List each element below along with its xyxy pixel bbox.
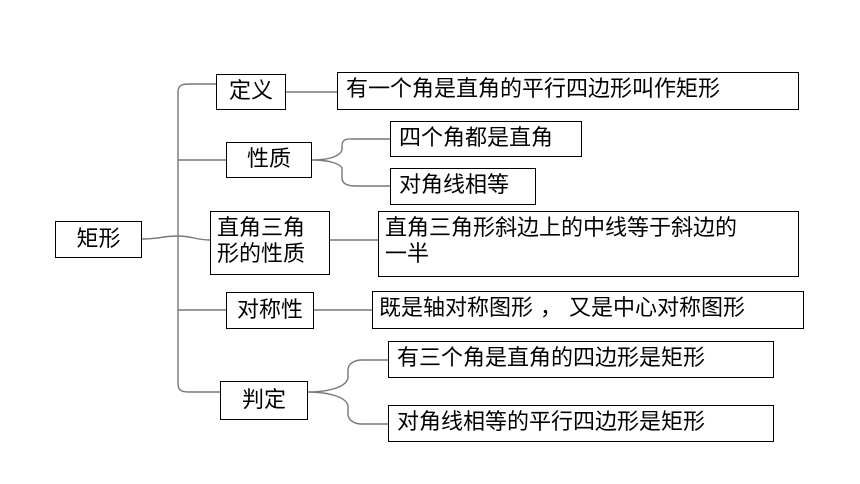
right-triangle-label-line1: 直角三角 xyxy=(217,216,306,241)
criteria-item-1: 有三个角是直角的四边形是矩形 xyxy=(388,341,774,378)
root-connector xyxy=(141,235,179,240)
definition-label: 定义 xyxy=(216,74,286,110)
definition-text: 有一个角是直角的平行四边形叫作矩形 xyxy=(337,72,799,110)
right-triangle-label-line2: 形的性质 xyxy=(217,242,306,267)
criteria-label: 判定 xyxy=(220,381,308,420)
properties-label: 性质 xyxy=(226,142,312,178)
symmetry-label: 对称性 xyxy=(226,292,314,329)
main-bracket xyxy=(177,83,220,393)
branch-right-triangle xyxy=(177,235,211,241)
properties-bracket xyxy=(311,138,390,187)
root-node: 矩形 xyxy=(55,221,142,258)
right-triangle-text-line1: 直角三角形斜边上的中线等于斜边的 xyxy=(385,216,738,241)
criteria-item-2: 对角线相等的平行四边形是矩形 xyxy=(388,405,774,442)
right-triangle-label: 直角三角 形的性质 xyxy=(210,211,330,275)
property-item-2: 对角线相等 xyxy=(390,168,536,205)
criteria-bracket xyxy=(307,359,388,425)
symmetry-text: 既是轴对称图形 ， 又是中心对称图形 xyxy=(372,291,804,329)
property-item-1: 四个角都是直角 xyxy=(390,121,582,157)
right-triangle-text-line2: 一半 xyxy=(385,242,430,267)
right-triangle-text: 直角三角形斜边上的中线等于斜边的 一半 xyxy=(378,211,799,277)
